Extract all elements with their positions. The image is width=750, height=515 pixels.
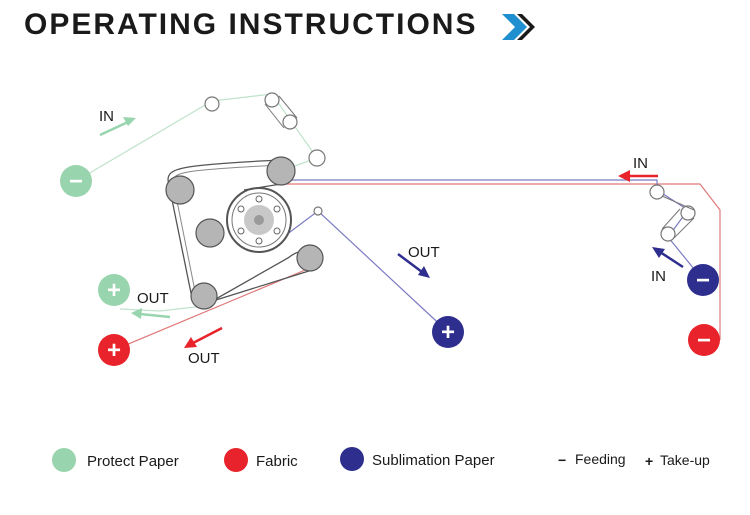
legend-takeup-symbol: + [645, 453, 653, 469]
protect-takeup-spool [98, 274, 130, 306]
protect-in-arrow [99, 117, 136, 137]
small-rollers [204, 92, 696, 242]
legend-takeup-label: Take-up [660, 452, 710, 468]
protect-out-arrow [131, 308, 171, 319]
fabric-out-path [113, 267, 311, 351]
roller-link-top-2 [278, 95, 298, 119]
sublimation-feeding-spool [687, 264, 719, 296]
protect-takeup-symbol: + [107, 277, 121, 304]
protect-out-label: OUT [137, 290, 169, 307]
sublimation-in-label: IN [651, 268, 666, 285]
large-rollers [165, 156, 324, 310]
fabric-out-arrow [184, 326, 223, 348]
heat-drum-bolts [237, 195, 281, 245]
roller-link-right [661, 208, 681, 230]
roller-link-right-2 [673, 217, 695, 239]
protect-feeding-spool [60, 165, 92, 197]
fabric-feeding-symbol: − [697, 327, 711, 354]
legend-sublimation-paper-label: Sublimation Paper [372, 452, 495, 469]
sublimation-takeup-symbol: + [441, 319, 455, 346]
fabric-feeding-spool [688, 324, 720, 356]
fabric-out-label: OUT [188, 350, 220, 367]
sublimation-out-label: OUT [408, 244, 440, 261]
sublimation-in-arrow [652, 247, 684, 269]
sublimation-takeup-spool [432, 316, 464, 348]
fabric-in-label: IN [633, 155, 648, 172]
fabric-takeup-symbol: + [107, 337, 121, 364]
protect-feeding-symbol: − [69, 168, 83, 195]
fabric-path [281, 183, 721, 340]
legend-fabric-label: Fabric [256, 453, 298, 470]
legend-fabric-swatch [224, 448, 248, 472]
fabric-in-arrow [618, 170, 658, 182]
roller-link-right-3 [661, 195, 695, 211]
sublimation-paper-in-path [290, 179, 704, 281]
legend-sublimation-paper-swatch [340, 447, 364, 471]
roller-link-top [264, 103, 285, 129]
double-chevron-right-icon [502, 14, 535, 40]
legend-protect-paper-label: Protect Paper [87, 453, 179, 470]
legend-feeding-symbol: − [558, 452, 566, 468]
heat-drum-center [254, 215, 264, 225]
sublimation-feeding-symbol: − [696, 267, 710, 294]
protect-paper-out-path [119, 305, 205, 312]
legend-protect-paper-swatch [52, 448, 76, 472]
page-title: OPERATING INSTRUCTIONS [24, 8, 478, 41]
legend-feeding-label: Feeding [575, 451, 626, 467]
protect-in-label: IN [99, 108, 114, 125]
legend: Protect Paper Fabric Sublimation Paper −… [52, 447, 710, 472]
fabric-takeup-spool [98, 334, 130, 366]
sublimation-out-arrow [397, 253, 430, 278]
